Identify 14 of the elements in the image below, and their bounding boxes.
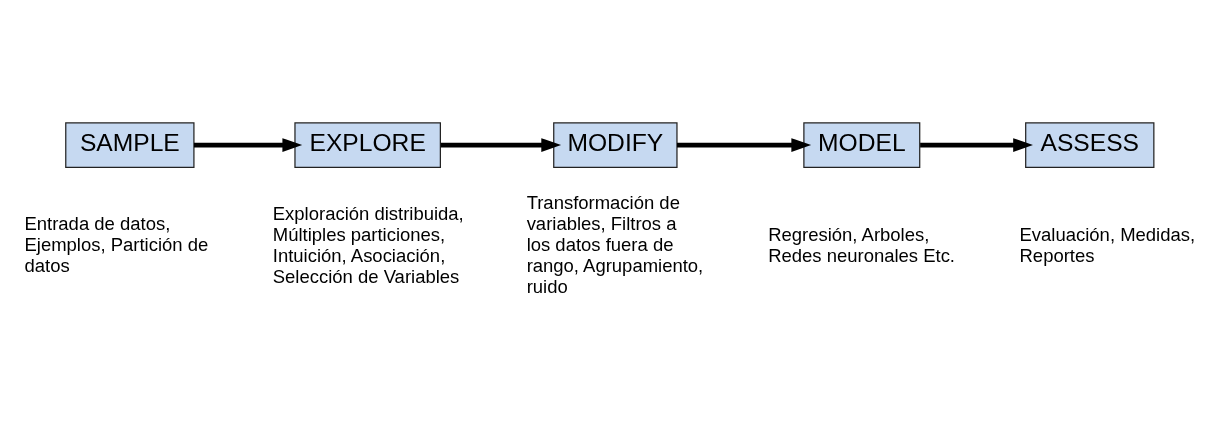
node-box: ASSESS bbox=[1025, 121, 1155, 168]
node-label: Entrada de datos, Ejemplos, Partición de datos bbox=[24, 212, 209, 276]
node-label: Regresión, Arboles, Redes neuronales Etc. bbox=[768, 223, 956, 266]
arrow bbox=[920, 137, 1033, 152]
arrow bbox=[676, 137, 812, 152]
arrow bbox=[440, 137, 562, 152]
node-box: SAMPLE bbox=[65, 121, 195, 168]
arrow bbox=[193, 137, 303, 152]
node-label: Transformación de variables, Filtros a los datos fuera de rango, Agrupamiento, ruido bbox=[526, 191, 704, 297]
node-label: Exploración distribuida, Múltiples particiones, Intuición, Asociación, Selección de Variables bbox=[272, 202, 464, 287]
node-box: MODEL bbox=[803, 121, 921, 168]
node-box: EXPLORE bbox=[294, 121, 441, 168]
node-label: Evaluación, Medidas, Reportes bbox=[1019, 223, 1196, 266]
node-box: MODIFY bbox=[553, 121, 678, 168]
